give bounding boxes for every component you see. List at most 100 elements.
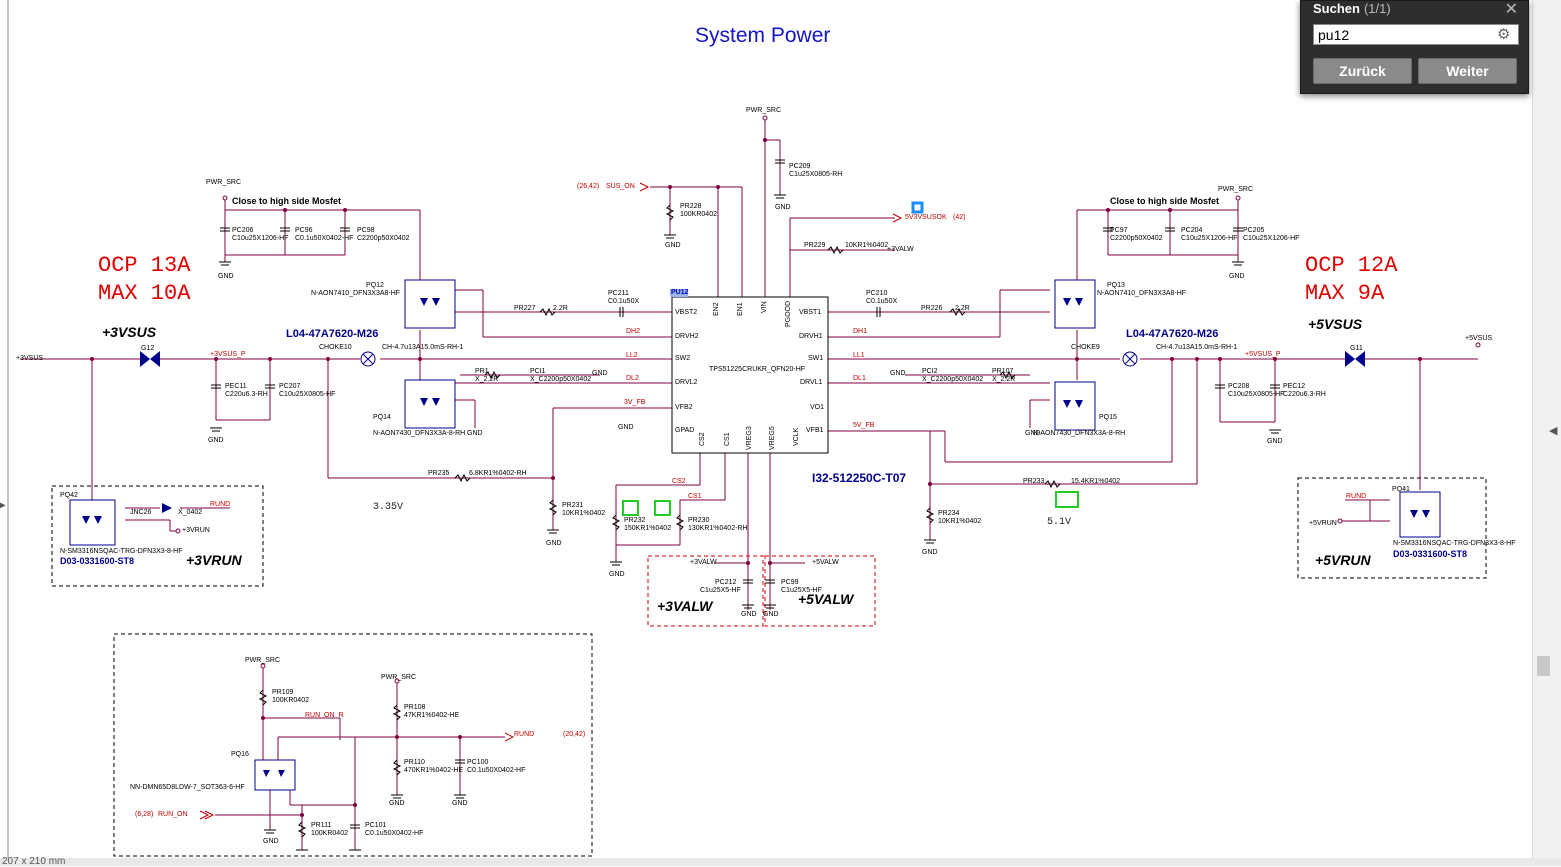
lbl-5valw-bottom: +5VALW — [812, 559, 839, 566]
pin-vfb1: VFB1 — [806, 427, 824, 434]
lbl-pc101: PC101 — [365, 822, 387, 829]
lbl-pc99: PC99 — [781, 579, 799, 586]
pin-gpad: GPAD — [675, 427, 695, 434]
choke-symbols — [360, 351, 1138, 367]
lbl-gnd-pci2: GND — [890, 370, 906, 377]
close-icon[interactable]: ✕ — [1504, 1, 1518, 18]
pin-cs1: CS1 — [724, 432, 731, 446]
lbl-pq14: PQ14 — [373, 414, 391, 421]
lbl-5vrun-right: +5VRUN — [1309, 520, 1337, 527]
choke-left-part: L04-47A7620-M26 — [286, 328, 379, 340]
lbl-pq42-val: N-SM3316NSQAC-TRG-DFN3X3-8-HF — [60, 548, 183, 555]
search-input[interactable] — [1313, 24, 1519, 45]
note-left: Close to high side Mosfet — [232, 196, 342, 206]
lbl-3valw-pr229: +3VALW — [887, 246, 914, 253]
lbl-choke9-val: CH-4.7u13A15.0mS-RH-1 — [1156, 344, 1238, 351]
page-right-arrow-icon[interactable]: ◀ — [1549, 425, 1558, 437]
search-next-button[interactable]: Weiter — [1418, 58, 1517, 84]
ic-part-number: I32-512250C-T07 — [812, 471, 907, 485]
lbl-gnd-pec11: GND — [208, 437, 224, 444]
lbl-pr235-val: 6.8KR1%0402-RH — [469, 470, 527, 477]
marker-green-2 — [654, 500, 671, 516]
lbl-pr107: PR107 — [992, 368, 1014, 375]
pin-vclk: VCLK — [793, 427, 800, 446]
lbl-gnd-pr232: GND — [609, 571, 625, 578]
lbl-sus-on-ref: (26,42) — [577, 183, 600, 190]
capacitors — [211, 159, 1280, 829]
lbl-pr231-val: 10KR1%0402 — [562, 510, 606, 517]
lbl-gnd-pc209: GND — [775, 204, 791, 211]
lbl-3vsus-p: +3VSUS_P — [210, 351, 246, 358]
lbl-pc210-val: C0.1u50X — [866, 298, 898, 305]
lbl-pc204-val: C10u25X1206-HF — [1181, 235, 1238, 242]
lbl-pwr-src-low1: PWR_SRC — [245, 657, 281, 664]
lbl-gnd-pq14: GND — [467, 430, 483, 437]
lbl-pr230: PR230 — [688, 517, 710, 524]
lbl-pc208-val: C10u25X0805-HF — [1228, 391, 1285, 398]
dashed-blocks — [51, 477, 1487, 857]
lbl-dl2: DL2 — [626, 375, 639, 382]
lbl-pc206-val: C10u25X1206-HF — [232, 235, 289, 242]
lbl-pci2-val: X_C2200p50X0402 — [922, 376, 984, 383]
lbl-pr227: PR227 — [514, 305, 536, 312]
open-terminals — [175, 115, 1481, 684]
lbl-cs1: CS1 — [688, 493, 702, 500]
lbl-pr111: PR111 — [311, 822, 332, 829]
horizontal-scrollbar[interactable] — [0, 858, 1561, 866]
lbl-jnc26: JNC26 — [130, 509, 152, 516]
ic-body[interactable] — [671, 296, 829, 454]
lbl-dh1: DH1 — [853, 328, 868, 335]
lbl-run-on: RUN_ON — [158, 811, 188, 818]
lbl-pr108-val: 47KR1%0402-HE — [404, 712, 460, 719]
marker-green-1 — [622, 500, 639, 516]
lbl-pr232: PR232 — [624, 517, 646, 524]
mosfets — [69, 279, 1441, 791]
lbl-gnd-pr231: GND — [546, 540, 562, 547]
ocp-right-line1: OCP 12A — [1305, 253, 1398, 278]
lbl-pr110: PR110 — [404, 759, 425, 766]
lbl-5vsus-p: +5VSUS_P — [1245, 351, 1281, 358]
lbl-pq12: PQ12 — [366, 282, 384, 289]
lbl-gnd-gpad: GND — [618, 424, 634, 431]
lbl-pc205: PC205 — [1243, 227, 1265, 234]
lbl-pec12-val: C220u6.3-RH — [1283, 391, 1326, 398]
marker-green-3 — [1055, 491, 1079, 508]
choke-right-part: L04-47A7620-M26 — [1126, 328, 1219, 340]
lbl-gnd-pq15: GND — [1025, 430, 1041, 437]
ic-ref[interactable]: PU12 — [671, 289, 689, 296]
lbl-pr1-val: X_2.2R — [475, 376, 499, 383]
lbl-pq14-val: N-AON7430_DFN3X3A-8-RH — [373, 430, 466, 437]
lbl-pci2: PCI2 — [922, 368, 938, 375]
lbl-pr110-val: 470KR1%0402-HE — [404, 767, 464, 774]
ic-ref-highlight — [670, 289, 688, 297]
lbl-pc96-val: C0.1u50X0402-HF — [295, 235, 354, 242]
vertical-scroll-thumb[interactable] — [1537, 656, 1550, 676]
search-back-button[interactable]: Zurück — [1313, 58, 1412, 84]
lbl-pwr-src-low2: PWR_SRC — [381, 674, 417, 681]
pin-en1: EN1 — [737, 302, 744, 316]
lbl-pq16-val: NN-DMN65D8LDW-7_SOT363-6-HF — [130, 784, 245, 791]
lbl-pq41: PQ41 — [1392, 486, 1410, 493]
rail-3valw: +3VALW — [657, 598, 713, 614]
rail-5vsus: +5VSUS — [1308, 316, 1363, 332]
pin-sw2: SW2 — [675, 355, 691, 362]
marker-blue — [911, 201, 924, 214]
page-size-status: 207 x 210 mm — [2, 856, 66, 867]
lbl-gnd-pr234: GND — [922, 549, 938, 556]
lbl-pec11: PEC11 — [225, 383, 247, 390]
lbl-choke9: CHOKE9 — [1071, 344, 1100, 351]
vertical-scrollbar[interactable]: ◀ — [1532, 0, 1561, 858]
lbl-pc100: PC100 — [467, 759, 489, 766]
lbl-5vfb: 5V_FB — [853, 422, 875, 429]
pin-drvl2: DRVL2 — [675, 379, 698, 386]
pin-vreg3: VREG3 — [746, 426, 753, 450]
wires — [20, 118, 1478, 850]
gear-icon[interactable]: ⚙ — [1497, 26, 1511, 43]
search-title: Suchen(1/1) — [1313, 1, 1391, 16]
lbl-run-on-ref: (6,28) — [135, 811, 154, 818]
rail-3vrun: +3VRUN — [186, 552, 242, 568]
lbl-gnd-pci1: GND — [592, 370, 608, 377]
page-left-arrow-icon[interactable]: ▶ — [0, 500, 6, 511]
note-right: Close to high side Mosfet — [1110, 196, 1220, 206]
lbl-gnd-pc99: GND — [763, 611, 779, 618]
